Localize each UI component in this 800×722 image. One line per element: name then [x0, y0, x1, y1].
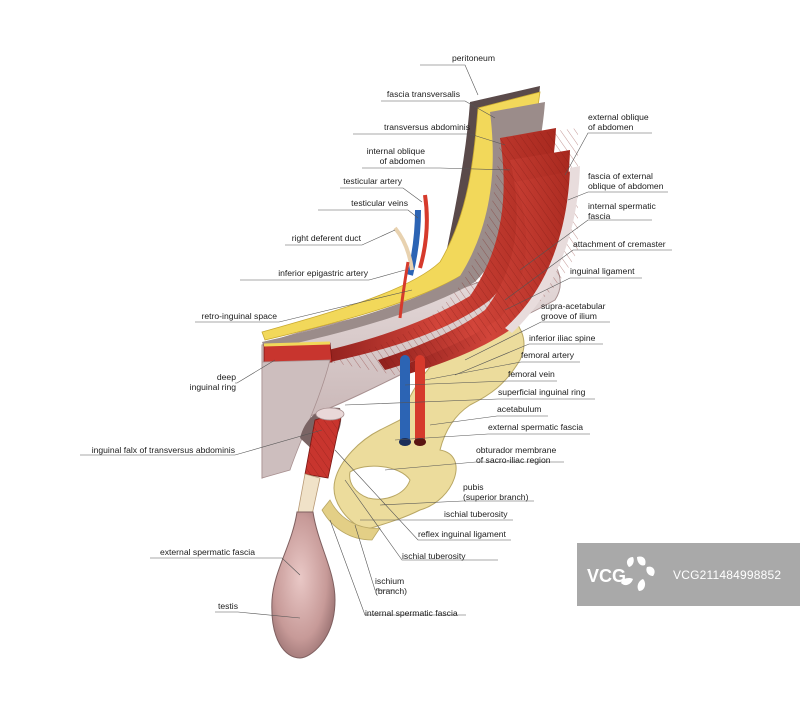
label-reflex-inguinal-ligament: reflex inguinal ligament [418, 529, 506, 539]
vcg-logo-text: VCG [587, 566, 626, 586]
label-supra-acetabular-line1: supra-acetabular [541, 301, 606, 311]
vcg-flower-icon [621, 556, 655, 591]
watermark-id: VCG211484998852 [673, 568, 782, 582]
label-internal-oblique-line1: internal oblique [366, 146, 425, 156]
leader-lines [80, 64, 672, 619]
epigastric-artery-vessel [398, 261, 410, 319]
label-femoral-vein: femoral vein [508, 369, 555, 379]
label-retro-inguinal-space: retro-inguinal space [201, 311, 277, 321]
label-testis: testis [217, 601, 238, 611]
label-obturator-membrane-line1: obturador membrane [476, 445, 557, 455]
label-fascia-transversalis: fascia transversalis [386, 89, 460, 99]
label-attachment-of-cremaster: attachment of cremaster [573, 239, 666, 249]
label-obturator-membrane-line2: of sacro-iliac region [476, 455, 551, 465]
vcg-logo: VCG [585, 549, 663, 599]
label-inguinal-falx: inguinal falx of transversus abdominis [91, 445, 235, 455]
label-internal-spermatic-fascia-top-line2: fascia [588, 211, 611, 221]
label-right-deferent-duct: right deferent duct [291, 233, 361, 243]
label-superficial-inguinal-ring: superficial inguinal ring [498, 387, 586, 397]
label-transversus-abdominis: transversus abdominis [384, 122, 470, 132]
cut-fat-edge [263, 341, 331, 347]
femoral-artery-lumen [414, 438, 426, 446]
spermatic-cord-lower [297, 473, 321, 516]
femoral-vein-lumen [399, 438, 411, 446]
label-internal-spermatic-fascia-top-line1: internal spermatic [588, 201, 656, 211]
label-inguinal-ligament: inguinal ligament [570, 266, 635, 276]
label-femoral-artery: femoral artery [521, 350, 575, 360]
label-ischial-tuberosity-1: ischial tuberosity [444, 509, 508, 519]
obturator-opening [349, 465, 411, 500]
label-deep-inguinal-ring-line1: deep [216, 372, 236, 382]
label-testicular-artery: testicular artery [343, 176, 402, 186]
label-external-spermatic-fascia-right: external spermatic fascia [488, 422, 584, 432]
label-external-oblique-line2: of abdomen [588, 122, 634, 132]
label-acetabulum: acetabulum [497, 404, 542, 414]
label-ischium-line1: ischium [375, 576, 405, 586]
cremaster-fibers [305, 412, 342, 478]
fascia-external-oblique-edge [505, 166, 580, 333]
label-internal-oblique-line2: of abdomen [379, 156, 425, 166]
cord-end [315, 407, 345, 421]
label-peritoneum: peritoneum [452, 53, 495, 63]
pubis-branch [321, 499, 381, 541]
label-inferior-epigastric-artery: inferior epigastric artery [278, 268, 368, 278]
label-ischium-line2: (branch) [375, 586, 407, 596]
testis-shape [271, 511, 336, 659]
label-pubis-line2: (superior branch) [463, 492, 529, 502]
label-deep-inguinal-ring-line2: inguinal ring [189, 382, 236, 392]
label-ischial-tuberosity-2: ischial tuberosity [402, 551, 466, 561]
label-testicular-veins: testicular veins [351, 198, 408, 208]
label-pubis-line1: pubis [463, 482, 484, 492]
label-internal-spermatic-fascia-bottom: internal spermatic fascia [365, 608, 458, 618]
label-supra-acetabular-line2: groove of ilium [541, 311, 597, 321]
label-external-spermatic-fascia-left: external spermatic fascia [159, 547, 255, 557]
testicular-artery-vessel [418, 194, 429, 269]
muscle-fibers [330, 128, 578, 376]
vcg-logo-graphic: VCG [587, 556, 655, 591]
label-fascia-external-oblique-line2: oblique of abdomen [588, 181, 664, 191]
label-external-oblique-line1: external oblique [588, 112, 649, 122]
watermark-banner: VCG VCG211484998852 [577, 543, 800, 606]
deferent-duct [393, 226, 414, 271]
label-inferior-iliac-spine: inferior iliac spine [529, 333, 596, 343]
label-fascia-external-oblique-line1: fascia of external [588, 171, 653, 181]
